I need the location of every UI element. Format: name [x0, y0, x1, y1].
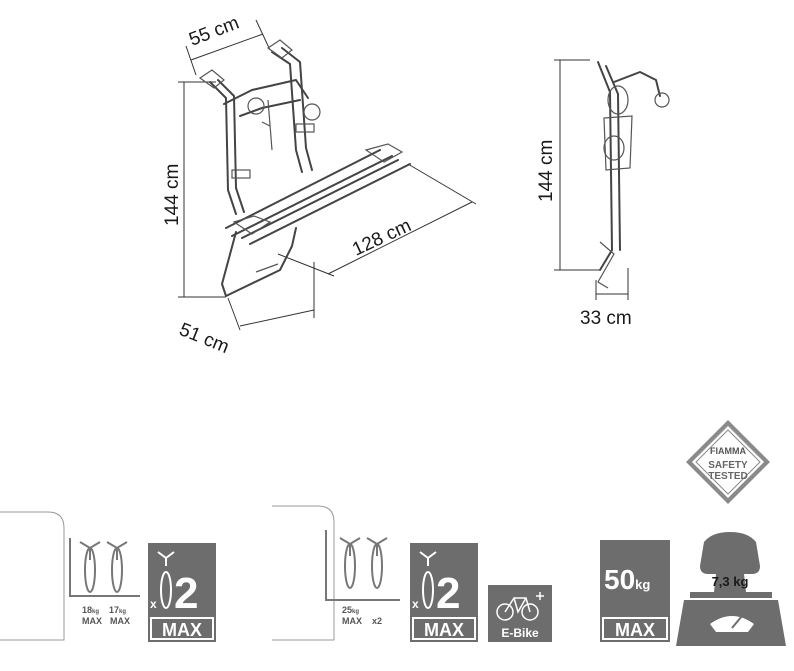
vehicle-two-ebikes-icon: 25kg MAX x2: [272, 505, 400, 641]
max-label: MAX: [615, 620, 655, 640]
vehicle-two-bikes-icon: 18kg 17kg MAX MAX: [0, 511, 140, 641]
max-label: MAX: [162, 620, 202, 640]
bike-icon: [79, 541, 101, 593]
count-two: 2: [436, 569, 460, 618]
bike-icon: [339, 537, 361, 589]
unit-kg: kg: [92, 609, 99, 615]
badge-line2: TESTED: [708, 471, 747, 482]
ebike-box: E-Bike: [488, 585, 552, 642]
bike1-weight: 18: [82, 605, 92, 615]
x-symbol: x: [150, 597, 157, 611]
badge-line1: SAFETY: [708, 460, 748, 471]
dim-base-width: 51 cm: [176, 319, 232, 358]
svg-text:50kg: 50kg: [604, 564, 650, 595]
unit-kg: kg: [119, 609, 126, 615]
bike-rack-front-view: 55 cm 144 cm 128 cm 51 cm: [162, 13, 477, 358]
ebike-weight: 25: [342, 605, 352, 615]
max-two-bikes-box: x 2 MAX: [148, 543, 216, 642]
times-two: x2: [372, 616, 382, 626]
ebike-label: E-Bike: [501, 626, 539, 640]
bike-icon: [366, 537, 388, 589]
self-weight-value: 7,3 kg: [712, 574, 749, 589]
bike-rack-side-view: 144 cm 33 cm: [536, 59, 670, 329]
bike-icon: [106, 541, 128, 593]
dim-depth: 33 cm: [580, 308, 632, 329]
unit-kg: kg: [352, 609, 359, 615]
count-two: 2: [174, 569, 198, 618]
dim-height-front: 144 cm: [162, 164, 183, 226]
max-label: MAX: [424, 620, 464, 640]
bike2-weight: 17: [109, 605, 119, 615]
ebike-max: MAX: [342, 616, 362, 626]
x-symbol: x: [412, 597, 419, 611]
scale-icon: 7,3 kg: [676, 532, 786, 646]
svg-text:18kg: 18kg: [82, 605, 99, 615]
dim-height-side: 144 cm: [536, 140, 557, 202]
bike1-max: MAX: [82, 616, 102, 626]
ebike-icon: [496, 592, 544, 621]
svg-text:17kg: 17kg: [109, 605, 126, 615]
max-two-ebikes-box: x 2 MAX: [410, 543, 478, 642]
max-load-value: 50: [604, 564, 635, 595]
badge-brand: FIAMMA: [710, 446, 746, 456]
unit-kg: kg: [635, 577, 650, 592]
dim-length: 128 cm: [349, 215, 414, 260]
svg-text:25kg: 25kg: [342, 605, 359, 615]
bike2-max: MAX: [110, 616, 130, 626]
max-load-box: 50kg MAX: [600, 540, 670, 642]
safety-tested-badge: FIAMMA SAFETY TESTED: [686, 420, 770, 504]
